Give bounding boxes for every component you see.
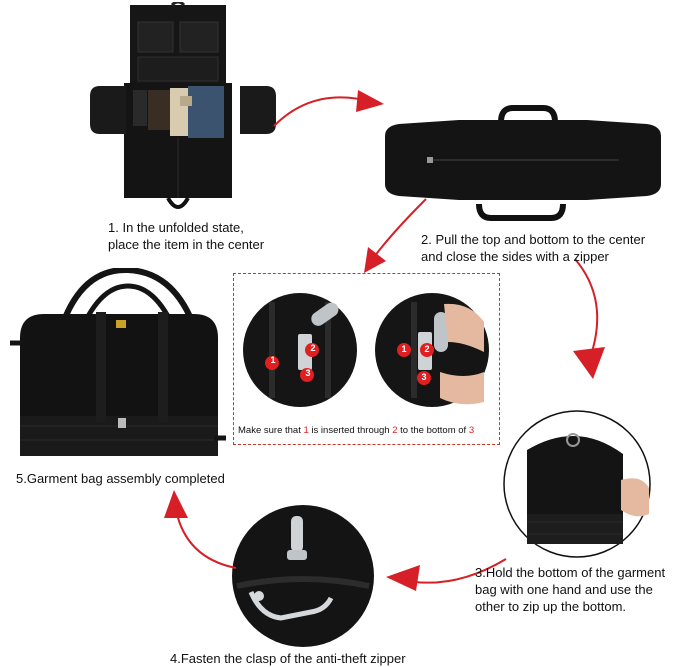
zipper-instruction-note: Make sure that 1 is inserted through 2 t…	[238, 425, 500, 436]
step3-caption: 3.Hold the bottom of the garment bag wit…	[475, 564, 665, 615]
note-mid1: is inserted through	[308, 425, 393, 436]
marker-1-left: 1	[270, 355, 276, 365]
step3-line1: 3.Hold the bottom of the garment	[475, 565, 666, 580]
unfolded-garment-bag-image	[88, 2, 278, 217]
step3-line2: bag with one hand and use the	[475, 582, 653, 597]
marker-2-left: 2	[310, 343, 316, 353]
zipper-detail-frame	[233, 273, 500, 445]
step1-caption: 1. In the unfolded state, place the item…	[108, 219, 264, 253]
marker-1-right: 1	[401, 344, 407, 354]
step2-line2: and close the sides with a zipper	[421, 249, 609, 264]
marker-3-right: 3	[421, 372, 427, 382]
completed-duffel-bag-image	[8, 268, 226, 468]
zip-bottom-closeup-image	[503, 410, 651, 558]
note-num-2: 2	[392, 425, 398, 436]
note-num-1: 1	[303, 425, 309, 436]
step1-line1: 1. In the unfolded state,	[108, 220, 244, 235]
red-curved-arrow-icon	[386, 558, 507, 591]
step3-line3: other to zip up the bottom.	[475, 599, 627, 614]
marker-2-right: 2	[424, 344, 430, 354]
red-curved-arrow-icon	[273, 90, 384, 127]
anti-theft-clasp-image	[231, 504, 375, 648]
red-curved-arrow-icon	[364, 198, 427, 273]
step2-caption: 2. Pull the top and bottom to the center…	[421, 231, 645, 265]
zipper-closeup-left	[242, 292, 358, 408]
marker-3-left: 3	[305, 368, 311, 378]
red-curved-arrow-icon	[164, 490, 237, 569]
zipper-closeup-right	[374, 292, 490, 408]
closed-long-bag-image	[383, 100, 663, 230]
step1-line2: place the item in the center	[108, 237, 265, 252]
note-num-3: 3	[468, 425, 475, 436]
note-mid2: to the bottom of	[397, 425, 469, 436]
step4-caption: 4.Fasten the clasp of the anti-theft zip…	[170, 651, 406, 666]
red-curved-arrow-icon	[573, 258, 605, 379]
step2-line1: 2. Pull the top and bottom to the center	[421, 232, 646, 247]
note-prefix: Make sure that	[238, 425, 304, 436]
step5-caption: 5.Garment bag assembly completed	[16, 471, 225, 486]
